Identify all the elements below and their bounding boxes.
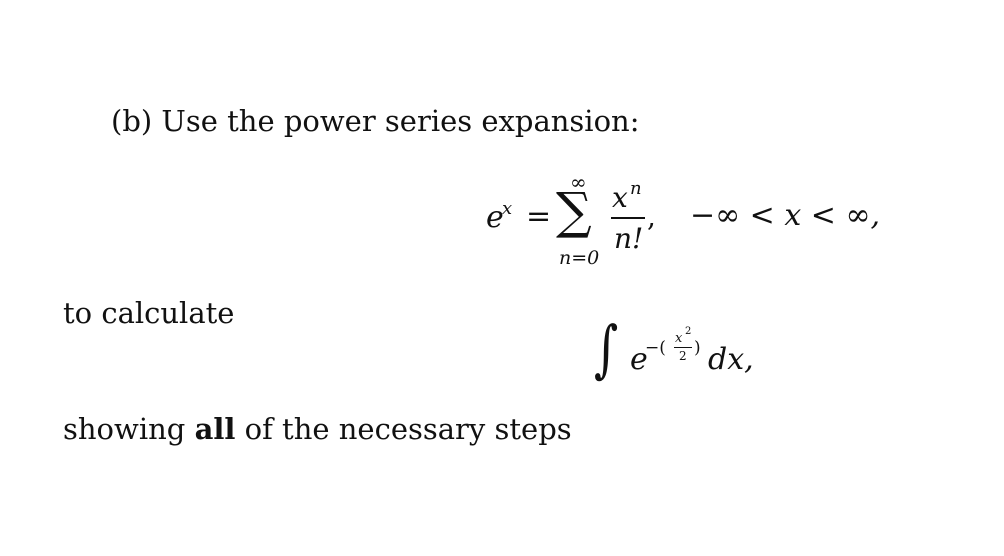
integrand-base: e — [630, 342, 648, 377]
differential: dx, — [708, 342, 754, 377]
steps-emphasis: all — [194, 412, 236, 446]
integral-sign: ∫ — [594, 312, 619, 385]
exponent-numerator-power: 2 — [685, 326, 692, 337]
fraction-bar — [611, 217, 645, 219]
numerator-exponent: n — [630, 178, 642, 199]
steps-instruction: showing all of the necessary steps — [63, 412, 572, 446]
equals-sign: = — [526, 199, 552, 234]
sum-lower-limit: n=0 — [559, 247, 600, 269]
sigma-symbol: ∑ — [556, 182, 592, 240]
exponent-prefix: −( — [645, 338, 666, 358]
exponent-denominator: 2 — [679, 349, 687, 363]
range-condition: −∞ < x < ∞, — [690, 198, 880, 233]
lhs-exponent: x — [502, 198, 513, 219]
steps-before: showing — [63, 412, 186, 446]
denominator: n! — [614, 222, 644, 255]
exponent-numerator-base: x — [675, 331, 683, 346]
question-intro: (b) Use the power series expansion: — [111, 104, 639, 138]
intro-text: Use the power series expansion: — [161, 104, 640, 138]
steps-after: of the necessary steps — [244, 412, 572, 446]
sum-upper-limit: ∞ — [570, 170, 587, 194]
lhs-base: e — [486, 200, 504, 235]
series-comma: , — [647, 200, 656, 233]
part-label: (b) — [111, 104, 153, 138]
numerator-base: x — [612, 181, 628, 214]
exponent-fraction-bar — [674, 347, 692, 348]
exponent-suffix: ) — [694, 338, 701, 358]
calculate-text: to calculate — [63, 296, 235, 330]
